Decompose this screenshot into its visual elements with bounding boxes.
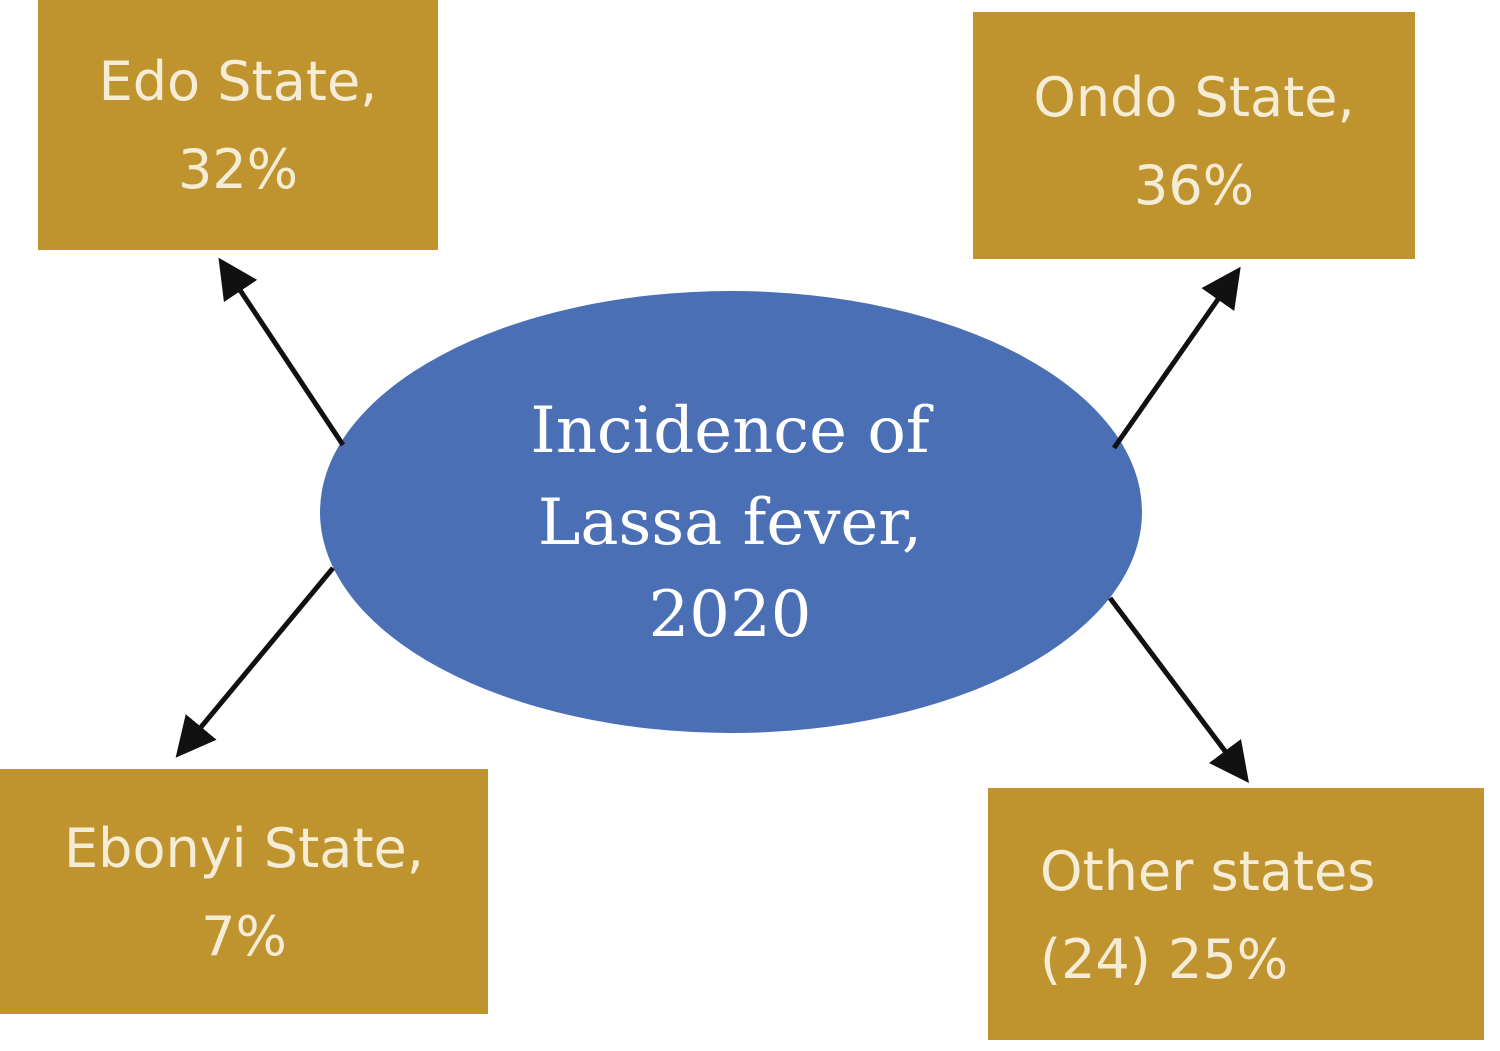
arrow-to-ebonyi bbox=[175, 566, 335, 758]
other-states-box: Other states (24) 25% bbox=[988, 788, 1484, 1040]
ebonyi-value: 7% bbox=[201, 905, 287, 968]
arrow-to-ondo bbox=[1111, 266, 1241, 450]
ondo-state-box: Ondo State, 36% bbox=[973, 12, 1415, 259]
edo-state-box: Edo State, 32% bbox=[38, 0, 438, 250]
ondo-label: Ondo State, bbox=[1033, 66, 1355, 129]
arrow-to-other bbox=[1108, 596, 1250, 783]
ebonyi-state-box: Ebonyi State, 7% bbox=[0, 769, 488, 1014]
other-value: (24) 25% bbox=[1040, 928, 1289, 991]
ebonyi-label: Ebonyi State, bbox=[64, 817, 424, 880]
edo-label: Edo State, bbox=[98, 50, 378, 113]
arrow-to-edo bbox=[218, 257, 346, 447]
center-line-3: 2020 bbox=[648, 578, 812, 652]
edo-value: 32% bbox=[177, 138, 299, 201]
center-line-2: Lassa fever, bbox=[537, 486, 923, 560]
ondo-value: 36% bbox=[1133, 154, 1255, 217]
center-ellipse bbox=[320, 291, 1142, 733]
center-line-1: Incidence of bbox=[530, 394, 930, 468]
center-title: Incidence of Lassa fever, 2020 bbox=[480, 385, 980, 661]
other-label: Other states bbox=[1040, 840, 1376, 903]
